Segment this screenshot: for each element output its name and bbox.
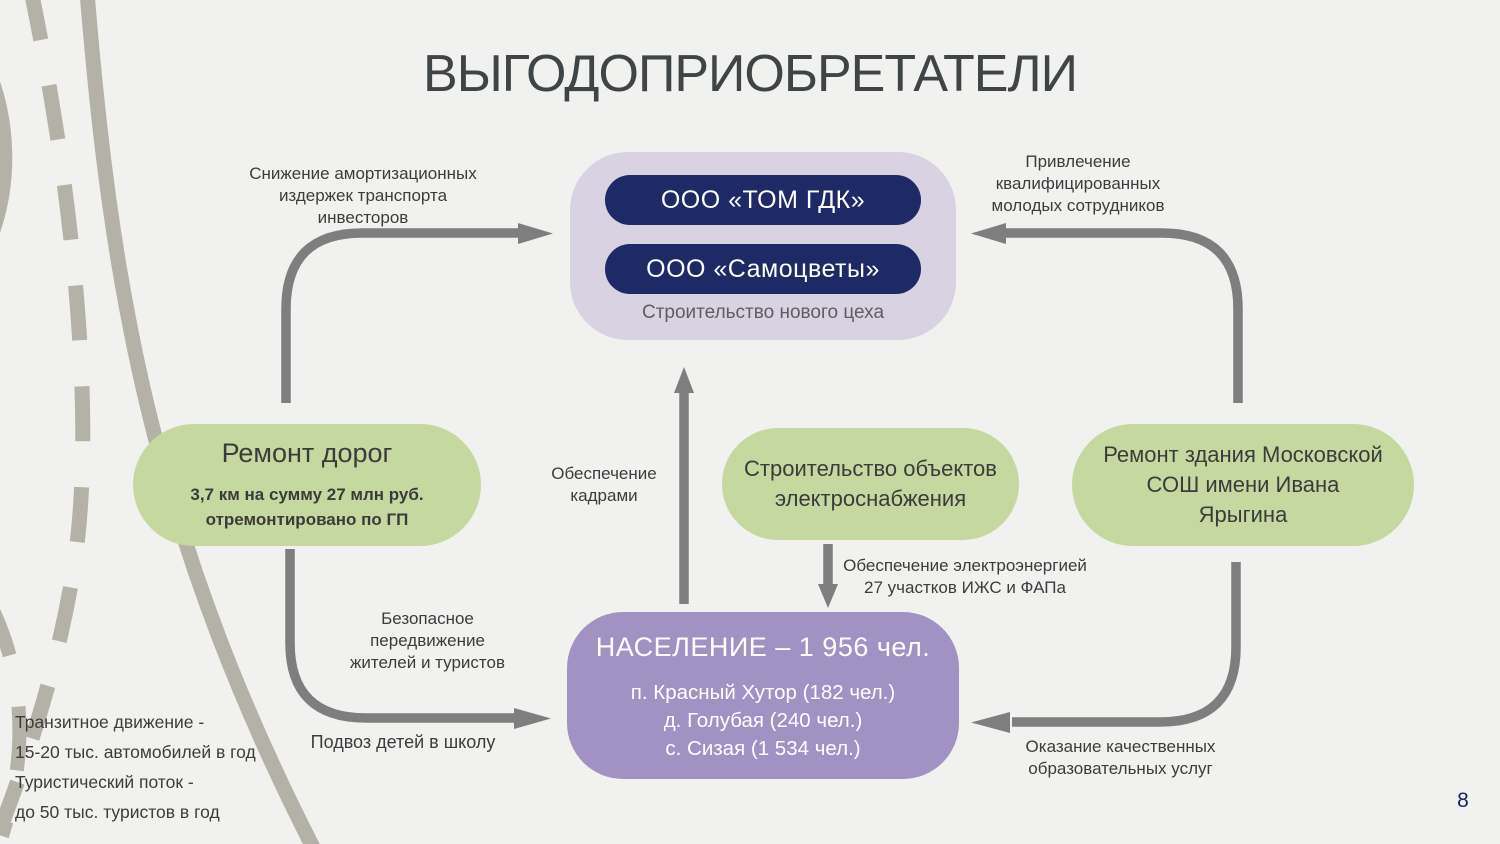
label-staffing: Обеспечение кадрами — [551, 464, 657, 505]
settlement-sizaya: с. Сизая (1 534 чел.) — [665, 737, 861, 760]
page-number: 8 — [1457, 789, 1469, 812]
arrow-school-to-companies — [971, 223, 1243, 403]
label-safe-travel: Безопасное передвижение жителей и турист… — [350, 609, 505, 672]
label-investor-costs: Снижение амортизационных издержек трансп… — [249, 164, 477, 227]
arrow-roads-to-population — [285, 549, 551, 729]
power-box-title: Строительство объектов электроснабжения — [744, 456, 997, 511]
settlement-list: п. Красный Хутор (182 чел.) д. Голубая (… — [567, 679, 959, 763]
arrow-power-to-population — [818, 544, 838, 608]
company-samotsvety: ООО «Самоцветы» — [605, 244, 921, 294]
label-education-services: Оказание качественных образовательных ус… — [1025, 737, 1216, 778]
company-tom-gdk: ООО «ТОМ ГДК» — [605, 175, 921, 225]
label-qualified-staff: Привлечение квалифицированных молодых со… — [991, 152, 1165, 215]
road-outer-line — [80, 0, 320, 844]
slide-title: ВЫГОДОПРИОБРЕТАТЕЛИ — [423, 45, 1078, 103]
population-title: НАСЕЛЕНИЕ – 1 956 чел. — [595, 632, 931, 662]
school-box-title: Ремонт здания Московской СОШ имени Ивана… — [1103, 442, 1383, 527]
road-left-arc-bottom — [0, 608, 27, 839]
road-left-arc-top — [0, 81, 13, 233]
settlement-golubaya: д. Голубая (240 чел.) — [663, 709, 863, 732]
arrow-population-to-companies — [674, 367, 694, 604]
label-electricity-supply: Обеспечение электроэнергией 27 участков … — [843, 556, 1087, 597]
power-box: Строительство объектов электроснабжения — [722, 428, 1019, 540]
companies-group: ООО «ТОМ ГДК» ООО «Самоцветы» Строительс… — [570, 152, 956, 340]
population-box: НАСЕЛЕНИЕ – 1 956 чел. п. Красный Хутор … — [567, 612, 959, 779]
roads-box: Ремонт дорог 3,7 км на сумму 27 млн руб.… — [133, 424, 481, 546]
settlement-krasny-khutor: п. Красный Хутор (182 чел.) — [630, 681, 896, 704]
companies-caption: Строительство нового цеха — [641, 302, 885, 323]
roads-box-details: 3,7 км на сумму 27 млн руб. отремонтиров… — [190, 484, 424, 530]
roads-box-title: Ремонт дорог — [221, 437, 393, 468]
arrow-roads-to-companies — [281, 223, 553, 403]
label-school-bus: Подвоз детей в школу — [310, 732, 496, 752]
school-box: Ремонт здания Московской СОШ имени Ивана… — [1072, 424, 1414, 546]
road-dashed-lane-line — [0, 0, 91, 844]
arrow-school-to-population — [971, 562, 1241, 733]
transit-tourism-note: Транзитное движение - 15-20 тыс. автомоб… — [15, 712, 256, 823]
